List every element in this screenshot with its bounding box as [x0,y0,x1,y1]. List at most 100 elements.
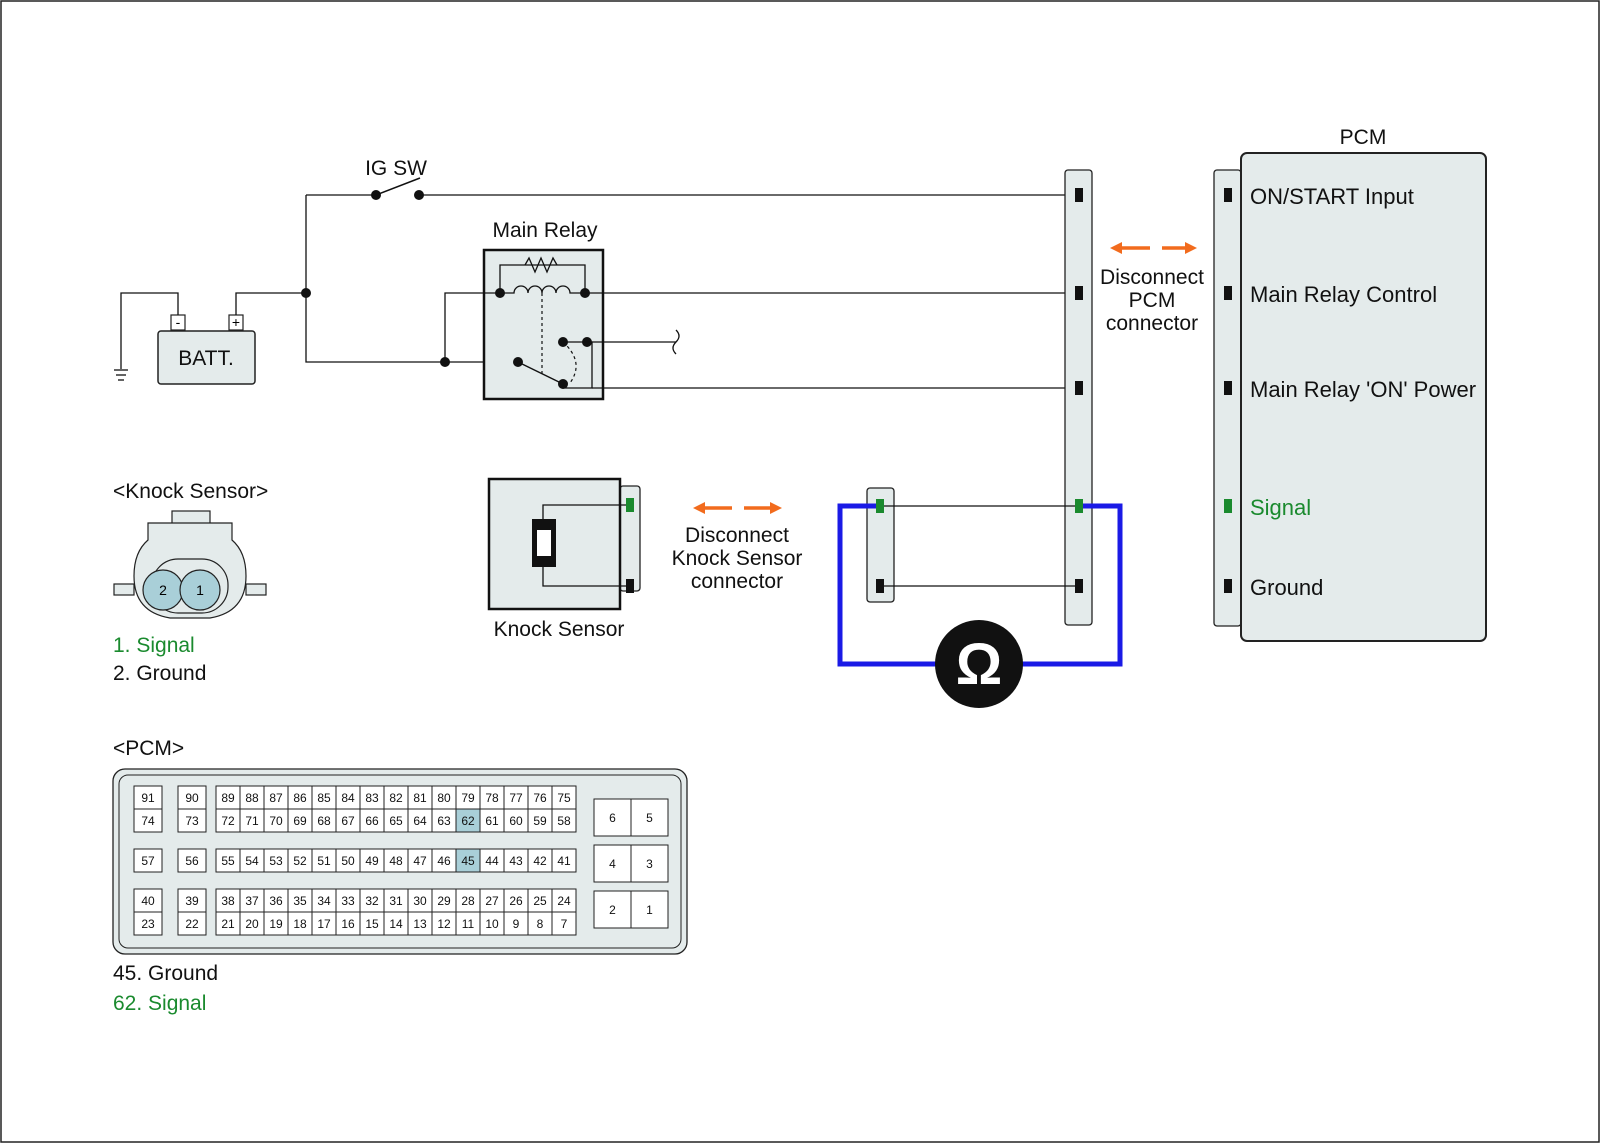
pcm-pin-number: 55 [221,854,235,868]
pcm-pin-number: 6 [609,811,616,825]
pcm-pin-number: 40 [141,894,155,908]
pcm-legend-ground: 45. Ground [113,962,218,985]
pcm-pin-row: Main Relay Control [1224,282,1437,307]
pcm-pin [630,798,669,837]
pcm-pin [133,911,163,936]
pcm-pin-number: 72 [221,814,235,828]
battery: - + BATT. [114,292,256,385]
ohmmeter-body [935,620,1023,708]
pcm-pin-number: 90 [185,791,199,805]
pcm-pin-number: 71 [245,814,259,828]
pcm-pin-number: 70 [269,814,283,828]
pcm-pin-label-signal: Signal [1250,495,1311,520]
pcm-pin-number: 86 [293,791,307,805]
pcm-pin-number: 83 [365,791,379,805]
pcm-pin-number: 20 [245,917,259,931]
pcm-pin-number: 66 [365,814,379,828]
pcm-pin-number: 4 [609,857,616,871]
pcm-pin-number: 9 [513,917,520,931]
ohmmeter: Ω [935,620,1023,708]
ground-wire [120,292,179,369]
ig-switch-label: IG SW [365,157,427,180]
pcm-pin-number: 68 [317,814,331,828]
pcm-pin-number: 47 [413,854,427,868]
pcm-pin-number: 80 [437,791,451,805]
disconnect-knock-label: connector [691,570,783,593]
pcm-pin-number: 11 [462,917,475,931]
harness-pin [1075,286,1083,300]
pcm-pin-number: 49 [365,854,379,868]
pcm-pin-number: 44 [485,854,499,868]
pcm-pin-number: 34 [317,894,331,908]
knock-sensor-pin [626,579,634,593]
relay-feed-junction [440,357,450,367]
pcm-pin [551,911,577,936]
pcm-pin-number: 56 [185,854,199,868]
pcm-pin-number: 52 [293,854,307,868]
pcm-pin-number: 78 [485,791,499,805]
pcm-pin-number: 48 [389,854,403,868]
main-relay: Main Relay [482,219,605,401]
pcm-pin-number: 77 [509,791,523,805]
pcm-pin-number: 60 [509,814,523,828]
knock-sensor-pin-signal [626,498,634,512]
pcm-pin [177,808,207,833]
pcm-pin-number: 22 [185,917,199,931]
harness-pin [1075,188,1083,202]
ground-icon [114,369,128,381]
pcm-pin-number: 3 [646,857,653,871]
relay-coil-feed-wire [444,292,500,362]
pcm-pin-row: Signal [1224,495,1311,520]
pcm-pin-label: Ground [1250,575,1323,600]
battery-body [157,330,256,385]
battery-negative-sign: - [176,314,181,330]
pcm-harness-connector [1064,169,1093,626]
pcm-pin-number: 51 [317,854,331,868]
pcm-pin-number: 41 [557,854,571,868]
pcm-pin-number: 75 [557,791,571,805]
disconnect-knock-label: Knock Sensor [672,547,803,570]
pcm-pin-number: 76 [533,791,547,805]
knock-harness-pin-signal [876,499,884,513]
connector-pin [179,569,221,611]
pcm-pin-number: 59 [533,814,547,828]
pcm-pin-number: 23 [141,917,155,931]
pcm-pin-number: 19 [269,917,283,931]
pcm-pin-row: Ground [1224,575,1323,600]
pcm-pin-number: 58 [557,814,571,828]
pcm-pin-number: 33 [341,894,355,908]
pcm-pin-number: 38 [221,894,235,908]
harness-pin-signal [1075,499,1083,513]
pcm-pin-row: Main Relay 'ON' Power [1224,377,1476,402]
relay-switch-travel [562,341,577,384]
pcm-pin-number: 87 [269,791,283,805]
pcm-pin-number: 63 [437,814,451,828]
pcm-legend-signal: 62. Signal [113,992,206,1015]
pcm-pin-number: 12 [437,917,451,931]
battery-label: BATT. [178,347,234,370]
pcm-pin-number: 46 [437,854,451,868]
pcm-pin [133,808,163,833]
pcm-pin-label: Main Relay 'ON' Power [1250,377,1476,402]
knock-connector-face: 2 1 [113,510,267,619]
pcm-pin-row: ON/START Input [1224,184,1414,209]
pcm-pin-number: 65 [389,814,403,828]
pcm-pin-signal [1224,499,1232,513]
relay-resistor-icon [524,256,558,274]
pcm-pin-number: 29 [437,894,451,908]
pcm-pin-label: Main Relay Control [1250,282,1437,307]
relay-switch-blade [517,361,562,384]
pcm-pin [551,808,577,833]
pcm-pin-number: 35 [293,894,307,908]
pcm-title: PCM [1340,126,1387,149]
knock-legend-signal: 1. Signal [113,634,195,657]
pcm-pin-number: 84 [341,791,355,805]
pcm-pin-number: 73 [185,814,199,828]
pcm-pin [630,890,669,929]
pcm-pin-number: 64 [413,814,427,828]
pcm-pin-label: ON/START Input [1250,184,1414,209]
battery-feed-wire [305,195,518,363]
pcm-pin [1224,286,1232,300]
battery-positive-wire [235,292,306,315]
